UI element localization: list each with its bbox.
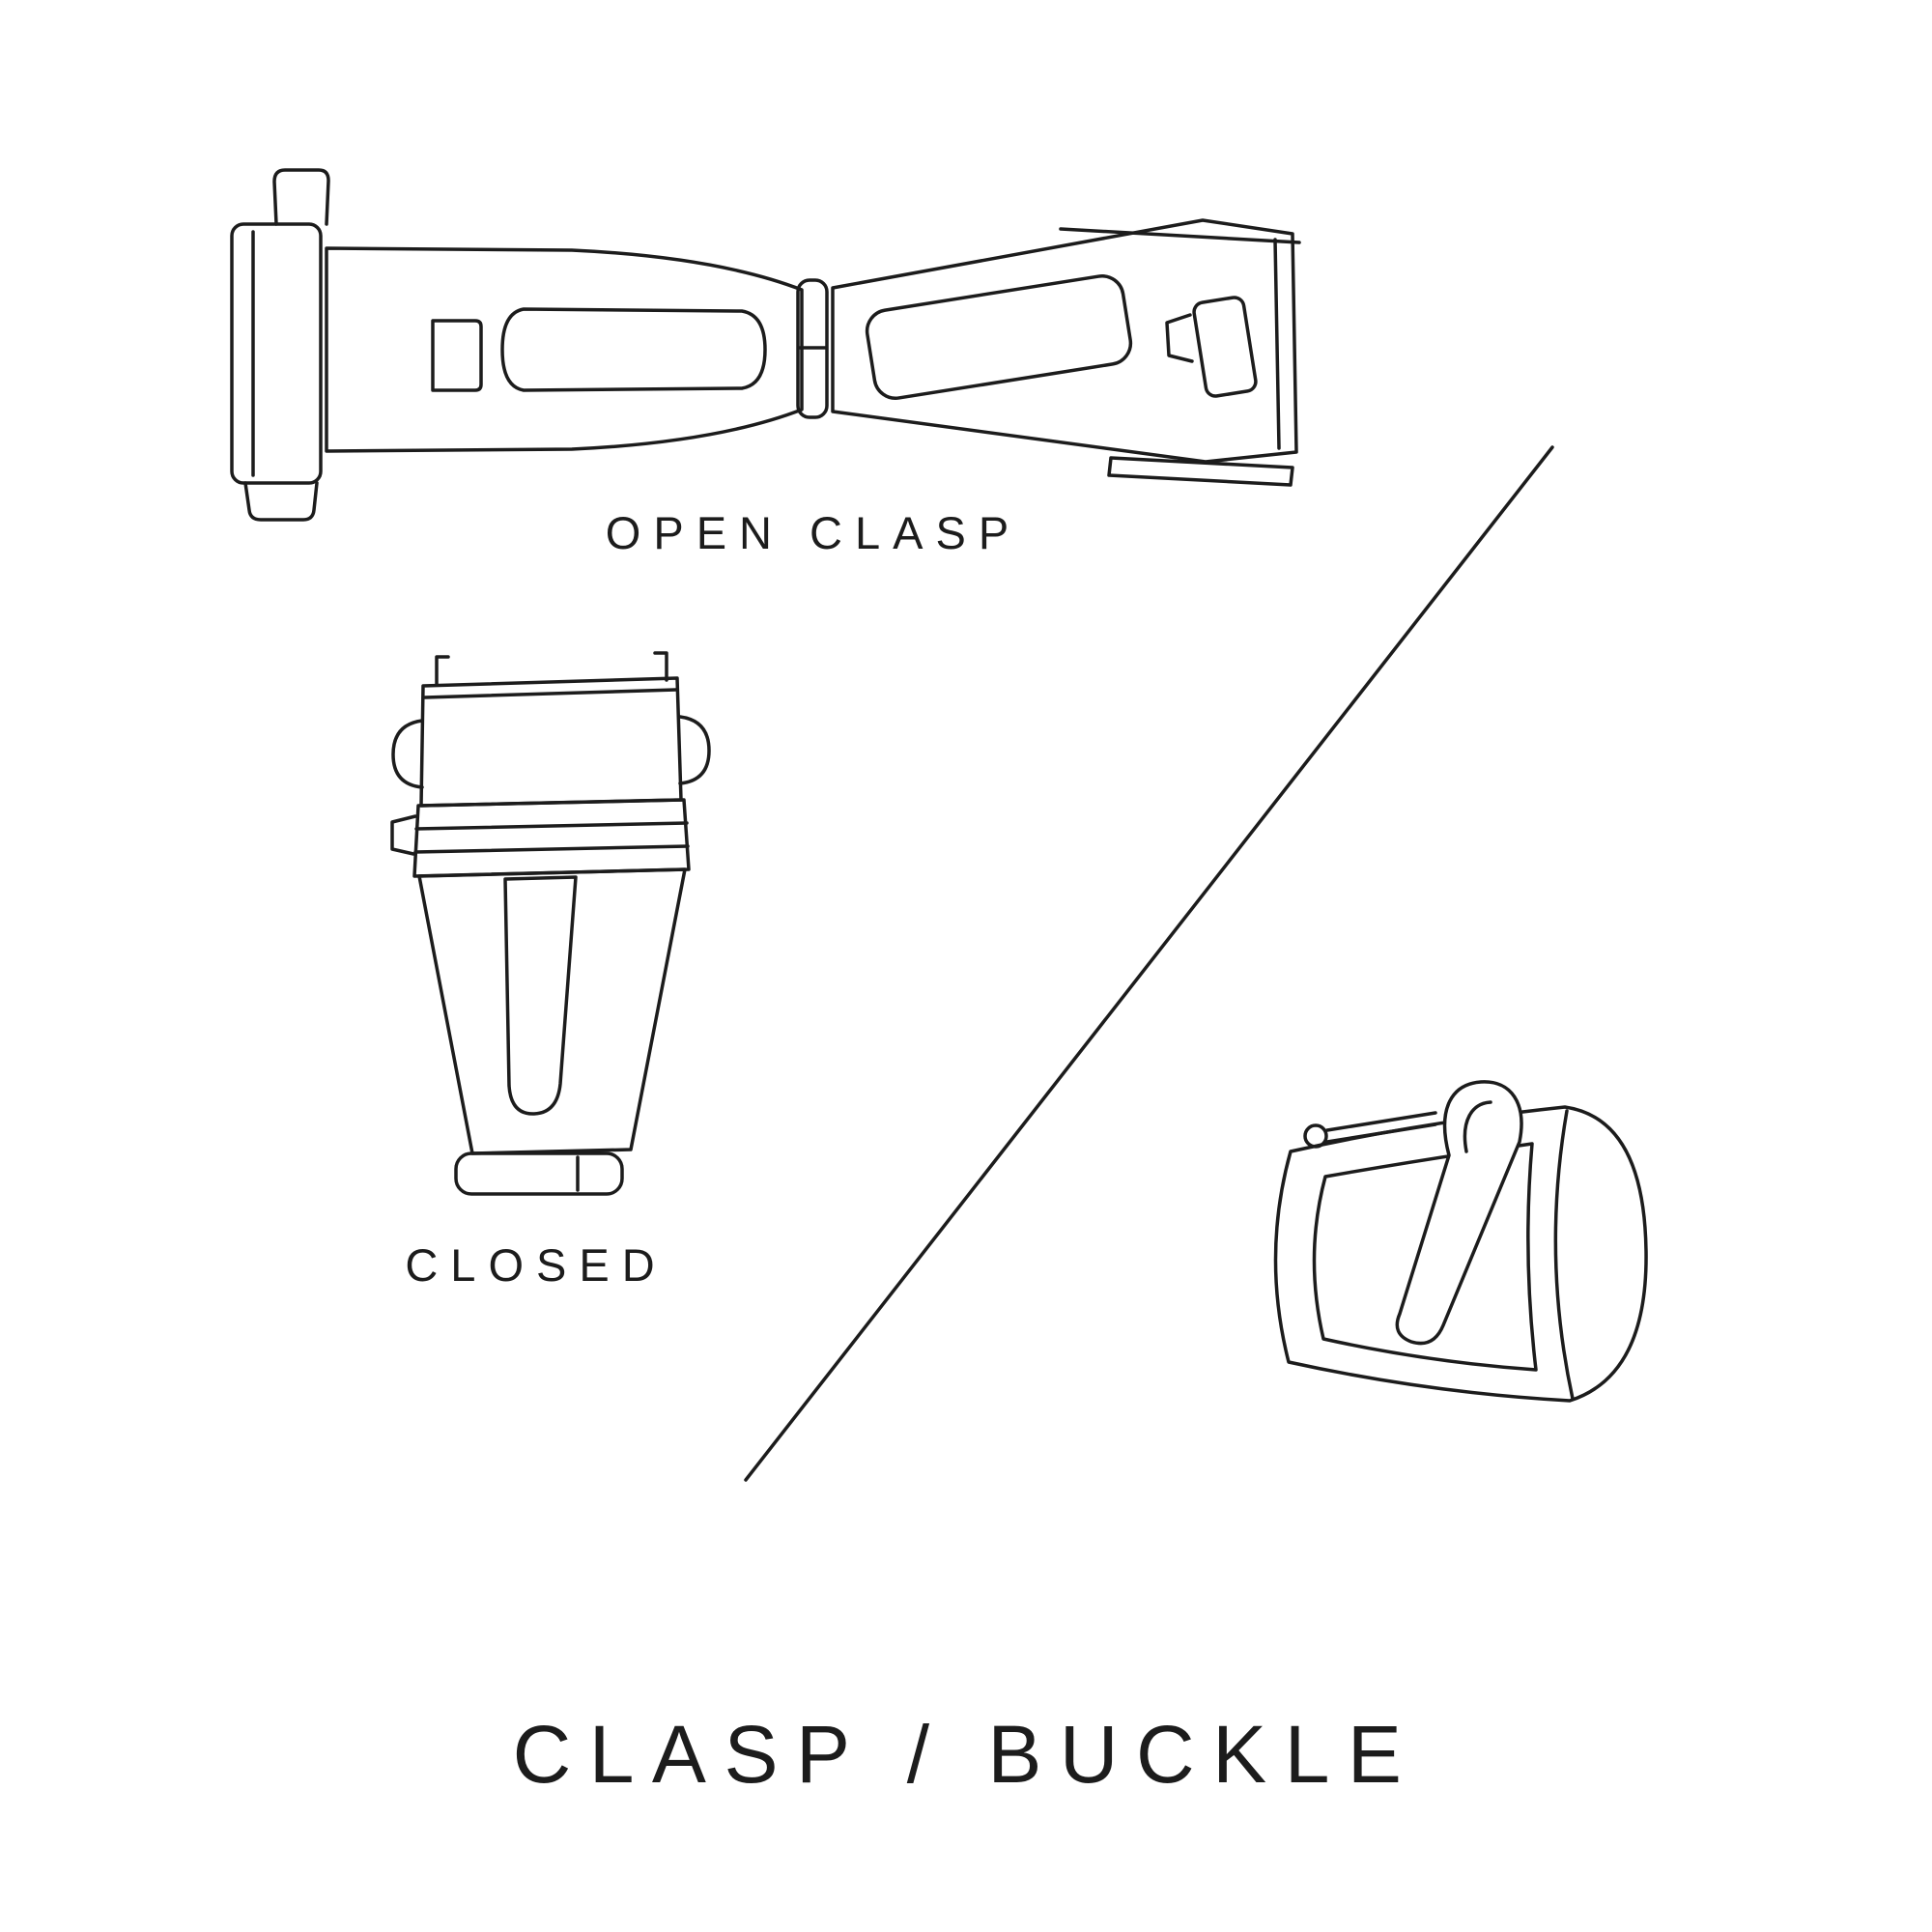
closed-ear-right: [678, 715, 711, 785]
buckle-pin-top: [1325, 1111, 1437, 1132]
buckle-pin-bottom: [1325, 1122, 1437, 1144]
clasp-left-arm: [325, 246, 804, 453]
clasp-left-endlink: [230, 222, 323, 485]
divider-line: [744, 445, 1554, 1482]
closed-foot: [454, 1151, 624, 1196]
buckle-band-inner-edge: [1553, 1109, 1575, 1401]
clasp-left-arm-cutout: [500, 307, 767, 392]
diagram-title: CLASP / BUCKLE: [512, 1709, 1420, 1800]
closed-band-line-2: [413, 844, 690, 854]
buckle-illustration: [1273, 1080, 1648, 1403]
clasp-right-arm-cutout: [865, 274, 1133, 400]
buckle-pin-pivot: [1303, 1123, 1328, 1149]
buckle-tongue: [1395, 1080, 1523, 1346]
clasp-right-shell-edge: [1059, 227, 1301, 244]
clasp-right-cap-line: [1273, 238, 1281, 450]
clasp-left-top-tab: [272, 168, 330, 226]
closed-ear-left: [391, 719, 424, 789]
buckle-tongue-loop-inner: [1463, 1100, 1492, 1153]
closed-band-tab: [390, 814, 417, 856]
closed-body-slot: [503, 875, 578, 1116]
clasp-right-arm: [831, 218, 1298, 464]
clasp-left-bottom-foot: [243, 481, 319, 522]
clasp-right-catch: [1192, 296, 1258, 398]
open-clasp-label: OPEN CLASP: [605, 507, 1022, 558]
closed-clasp-illustration: [390, 651, 711, 1196]
closed-band-strip: [412, 798, 691, 878]
clasp-left-arm-notch: [431, 319, 483, 392]
closed-clasp-label: CLOSED: [405, 1239, 668, 1291]
closed-top-fold-line: [423, 688, 678, 699]
closed-body: [417, 867, 687, 1155]
clasp-right-bottom-plate: [1107, 456, 1294, 487]
closed-prong-right: [653, 651, 668, 682]
open-clasp-illustration: [230, 168, 1301, 522]
clasp-right-hook: [1165, 313, 1194, 363]
closed-band-line-1: [414, 821, 689, 831]
clasp-center-hinge: [796, 278, 829, 419]
closed-prong-left: [435, 655, 450, 686]
